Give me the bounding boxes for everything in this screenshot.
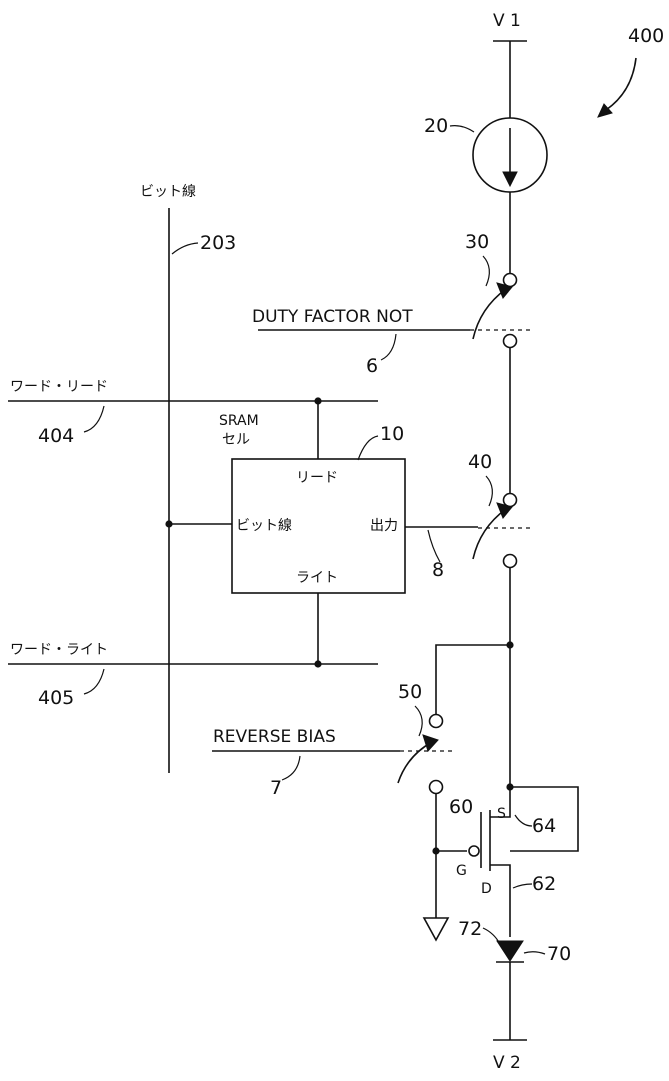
word-write-leader	[84, 669, 104, 694]
output-ref-leader	[428, 530, 440, 562]
node-64-ref-label: 64	[532, 815, 556, 837]
ground-72: 72	[458, 918, 500, 944]
switch-50-path	[436, 641, 514, 714]
bit-line-label: ビット線	[140, 184, 196, 200]
sram-write-port: ライト	[296, 570, 338, 586]
reverse-bias-label: REVERSE BIAS	[213, 727, 336, 747]
switch-40-blade	[473, 509, 506, 559]
switch-30-leader	[483, 256, 489, 286]
diode-70: 70	[496, 941, 571, 1040]
sram-bit-junction	[165, 520, 172, 527]
duty-factor-ref-label: 6	[366, 355, 378, 377]
transistor-60: 60 S G D 64 62	[449, 783, 578, 937]
switch-40-ref-label: 40	[468, 451, 492, 473]
diode-triangle	[497, 941, 523, 961]
drain-label: D	[481, 881, 492, 897]
sram-label-line2: セル	[222, 432, 250, 448]
word-write-line-405: ワード・ライト 405	[8, 642, 378, 709]
bit-line-ref-label: 203	[200, 232, 236, 254]
node-64-leader	[515, 815, 532, 826]
switch-30-bottom-terminal	[504, 335, 517, 348]
word-read-leader	[84, 406, 104, 432]
reverse-bias-ref-label: 7	[270, 777, 282, 799]
figure-ref-400-label: 400	[628, 25, 664, 47]
drain-lead	[490, 865, 510, 937]
ground-symbol	[424, 918, 448, 940]
supply-v2: V 2	[493, 1040, 527, 1073]
output-ref-label: 8	[432, 559, 444, 581]
switch-40-top-terminal	[504, 494, 517, 507]
switch-40-bottom-terminal	[504, 555, 517, 568]
switch-50-top-terminal	[430, 715, 443, 728]
sram-label-line1: SRAM	[219, 413, 259, 429]
figure-ref-400-arrowhead	[598, 104, 612, 117]
switch-50-arrowhead	[423, 735, 438, 751]
duty-factor-control: DUTY FACTOR NOT 6	[252, 307, 530, 377]
gate-bubble	[469, 846, 479, 856]
current-source-ref-label: 20	[424, 115, 448, 137]
sram-ref-leader	[358, 436, 378, 460]
switch-50-leader	[415, 706, 422, 736]
word-read-line-404: ワード・リード 404	[8, 379, 378, 447]
reverse-bias-control: REVERSE BIAS 7	[212, 727, 400, 799]
bit-line-leader	[172, 243, 198, 254]
word-read-label: ワード・リード	[10, 379, 108, 395]
sram-ref-label: 10	[380, 423, 404, 445]
diode-leader	[524, 952, 545, 954]
switch-50-bottom-terminal	[430, 781, 443, 794]
switch-30-ref-label: 30	[465, 231, 489, 253]
sram-bit-port: ビット線	[236, 518, 292, 534]
current-source-leader	[450, 126, 474, 132]
current-source-arrowhead	[503, 172, 517, 186]
word-read-ref-label: 404	[38, 425, 74, 447]
supply-v1: V 1	[493, 11, 527, 118]
switch-50: 50	[398, 681, 455, 794]
ground-ref-label: 72	[458, 918, 482, 940]
sram-read-port: リード	[296, 470, 338, 486]
switch-50-ref-label: 50	[398, 681, 422, 703]
duty-factor-label: DUTY FACTOR NOT	[252, 307, 413, 327]
node-62-leader	[513, 884, 532, 888]
switch-30-blade	[473, 289, 506, 339]
gate-label: G	[456, 863, 467, 879]
bit-line-203: ビット線 203	[140, 184, 236, 773]
reverse-bias-leader	[282, 756, 300, 780]
word-write-label: ワード・ライト	[10, 642, 108, 658]
supply-v1-label: V 1	[493, 11, 521, 31]
sram-out-port: 出力	[370, 518, 398, 534]
figure-ref-400-leader	[606, 58, 636, 110]
figure-ref-400: 400	[598, 25, 664, 117]
transistor-ref-label: 60	[449, 796, 473, 818]
duty-factor-leader	[381, 334, 396, 360]
switch-40: 40	[468, 451, 530, 568]
diode-ref-label: 70	[547, 943, 571, 965]
supply-v2-label: V 2	[493, 1053, 521, 1073]
sram-cell-10: SRAM セル 10 リード ビット線 出力 ライト 8	[165, 401, 478, 664]
switch-30-top-terminal	[504, 274, 517, 287]
source-label: S	[497, 806, 506, 822]
node-62-ref-label: 62	[532, 873, 556, 895]
switch-40-leader	[486, 476, 492, 506]
wire-to-switch50-top	[436, 645, 510, 714]
word-write-ref-label: 405	[38, 687, 74, 709]
